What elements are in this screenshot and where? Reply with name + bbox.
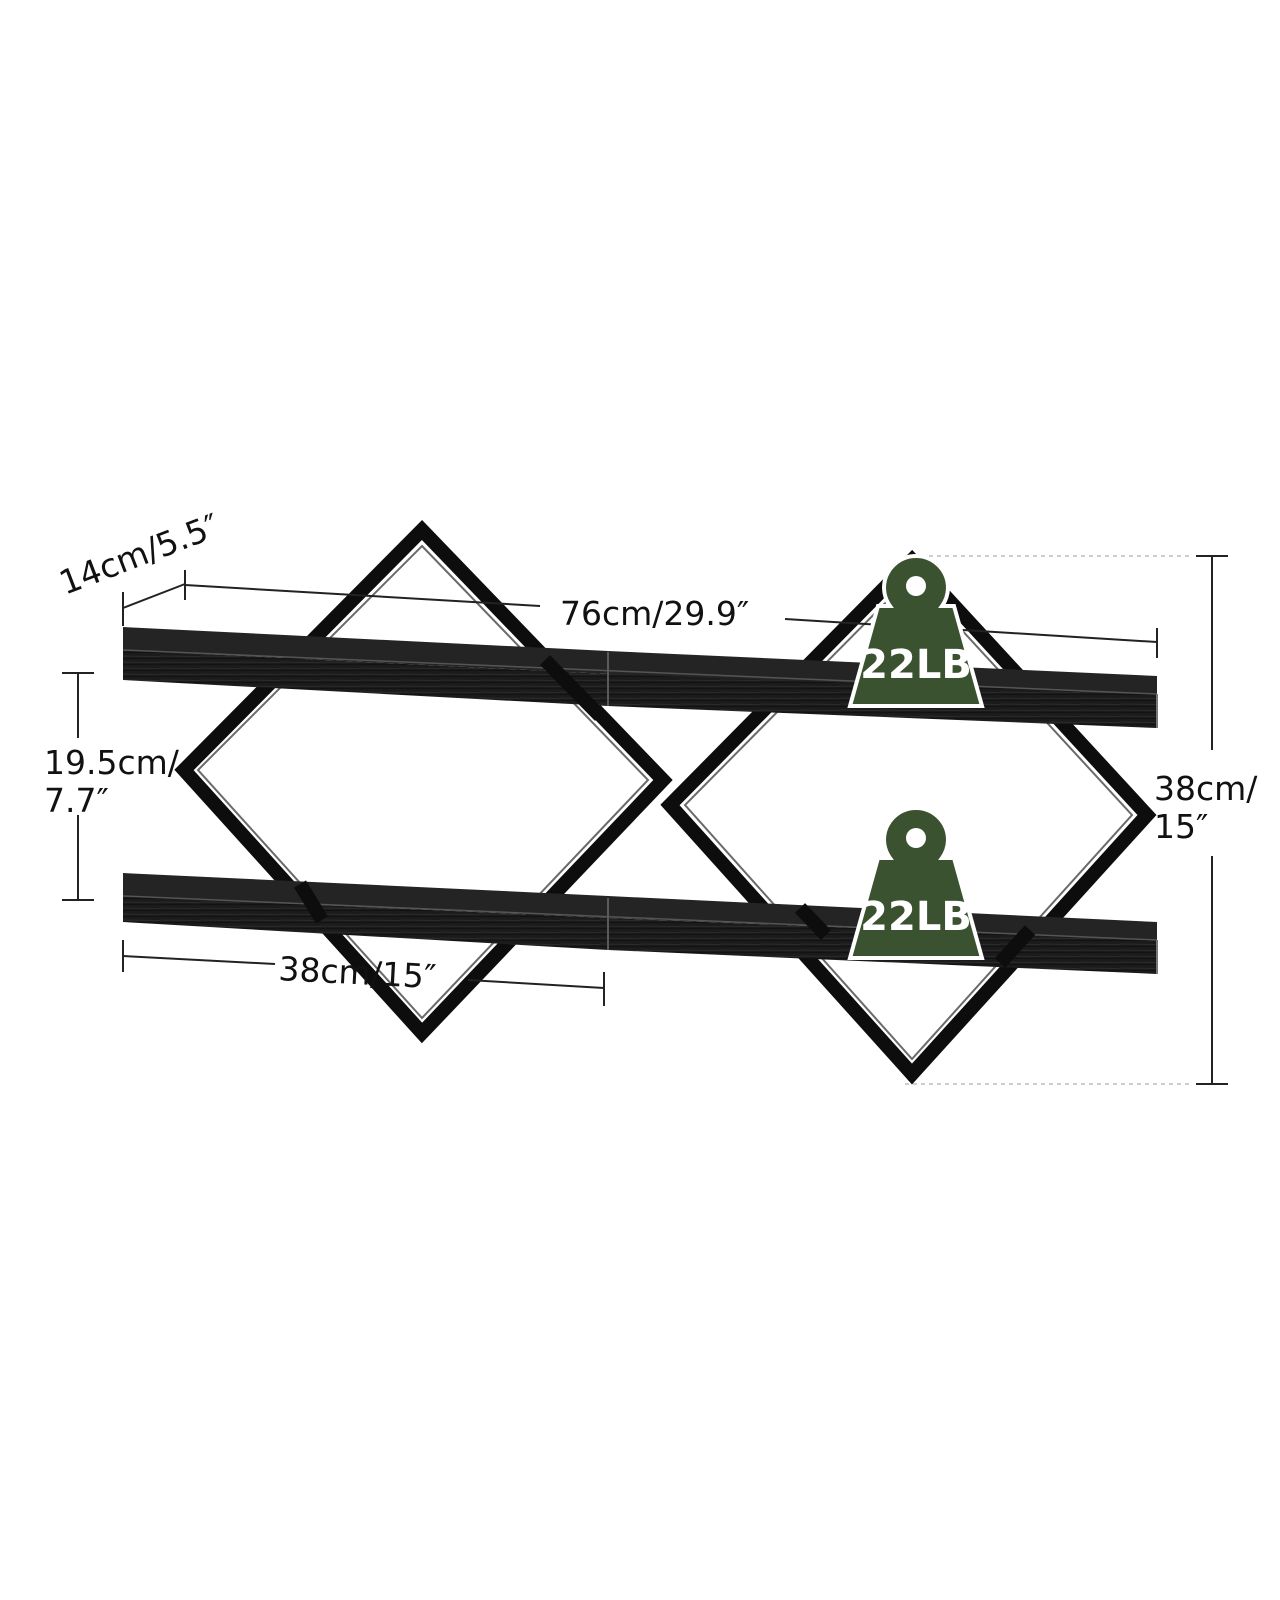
half-width-dimension: 38cm/15″: [122, 940, 605, 1006]
total-height-label-line2: 15″: [1154, 807, 1208, 846]
shelf-spacing-label-line1: 19.5cm/: [44, 743, 180, 782]
load-badge-top-label: 22LB: [860, 642, 972, 688]
depth-dimension: 14cm/5.5″: [54, 506, 225, 626]
right-diamond-frame: [660, 549, 1157, 1085]
shelf-spacing-dimension: 19.5cm/ 7.7″: [44, 672, 180, 901]
total-height-label-line1: 38cm/: [1154, 769, 1258, 808]
weight-icon: 22LB: [847, 805, 985, 960]
shelf-spacing-label-line2: 7.7″: [44, 781, 109, 820]
frame-front-segments: [294, 655, 1036, 968]
weight-icon: 22LB: [847, 553, 985, 708]
total-height-dimension: 38cm/ 15″: [1154, 555, 1258, 1085]
half-width-label: 38cm/15″: [278, 949, 438, 996]
load-badge-bottom-label: 22LB: [860, 894, 972, 940]
total-width-dimension: 76cm/29.9″: [184, 584, 1158, 658]
depth-label: 14cm/5.5″: [54, 506, 225, 603]
top-shelf: [122, 627, 1158, 728]
total-width-label: 76cm/29.9″: [560, 594, 749, 633]
